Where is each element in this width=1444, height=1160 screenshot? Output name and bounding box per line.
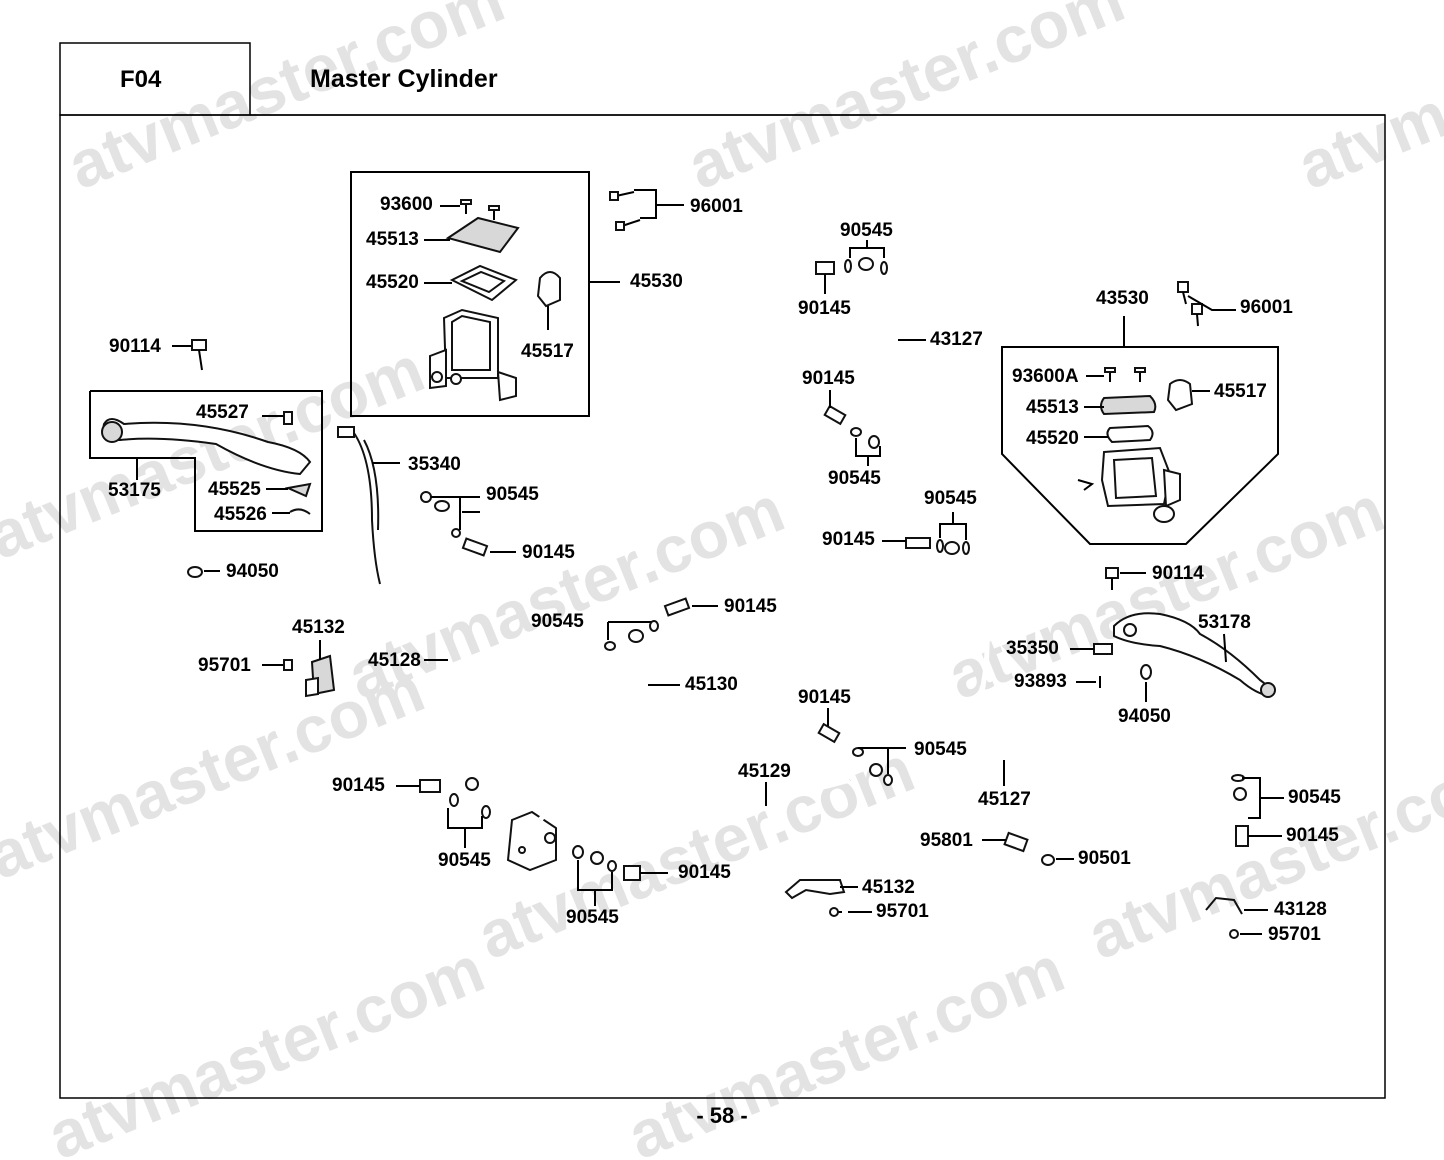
callout-label: 90114: [1152, 563, 1204, 584]
hose-45127: [944, 541, 1247, 801]
callout-label: 90145: [798, 298, 851, 319]
callout-label: 43530: [1096, 288, 1149, 309]
callout-label: 53175: [108, 480, 161, 501]
callout-label: 93893: [1014, 671, 1067, 692]
callout-label: 45513: [1026, 397, 1079, 418]
hose-45128: [410, 500, 479, 791]
callout-label: 45530: [630, 271, 683, 292]
callout-label: 95701: [198, 655, 251, 676]
callout-label: 90145: [724, 596, 777, 617]
callout-label: 95701: [876, 901, 929, 922]
hose-45130: [538, 629, 680, 822]
callout-label: 45517: [1214, 381, 1267, 402]
watermark-text: atvmaster.com: [678, 0, 1134, 203]
callout-label: 45527: [196, 402, 249, 423]
callout-label: 45129: [738, 761, 791, 782]
callout-label: 90145: [802, 368, 855, 389]
section-title: Master Cylinder: [310, 65, 498, 93]
master-cylinder-assembly-right: [1001, 316, 1279, 545]
callout-label: 90145: [1286, 825, 1339, 846]
watermark-text: atvmaster.com: [1288, 0, 1444, 203]
nut-94050-left: [187, 566, 203, 578]
callout-label: 45513: [366, 229, 419, 250]
callout-label: 90501: [1078, 848, 1131, 869]
callout-label: 95801: [920, 830, 973, 851]
master-cylinder-assembly-left: [350, 171, 620, 417]
watermark-text: atvmaster.com: [0, 651, 434, 893]
callout-label: 95701: [1268, 924, 1321, 945]
hose-43127: [858, 257, 926, 442]
callout-label: 43128: [1274, 899, 1327, 920]
watermark-text: atvmaster.com: [618, 931, 1074, 1160]
callout-label: 90145: [522, 542, 575, 563]
callout-label: 94050: [226, 561, 279, 582]
bolt-90114-left: [172, 339, 207, 371]
callout-label: 96001: [690, 196, 743, 217]
callout-label: 96001: [1240, 297, 1293, 318]
callout-label: 93600: [380, 194, 433, 215]
callout-label: 45132: [292, 617, 345, 638]
callout-label: 45517: [521, 341, 574, 362]
page-frame: [59, 42, 1386, 1099]
caliper-block: [506, 810, 557, 872]
callout-label: 90145: [332, 775, 385, 796]
callout-label: 43127: [930, 329, 983, 350]
callout-label: 90145: [798, 687, 851, 708]
callout-label: 90545: [828, 468, 881, 489]
callout-label: 45132: [862, 877, 915, 898]
callout-label: 90545: [924, 488, 977, 509]
clamp-45132-left: [262, 640, 336, 698]
callout-label: 90114: [109, 336, 161, 357]
callout-label: 45130: [685, 674, 738, 695]
brake-switch-35340: [337, 426, 400, 585]
callout-label: 53178: [1198, 612, 1251, 633]
callout-label: 35350: [1006, 638, 1059, 659]
watermark-text: atvmaster.com: [38, 931, 494, 1160]
callout-label: 45520: [366, 272, 419, 293]
callout-label: 45525: [208, 479, 261, 500]
callout-label: 35340: [408, 454, 461, 475]
callout-label: 90545: [914, 739, 967, 760]
hose-45129: [595, 763, 883, 851]
section-code: F04: [120, 66, 162, 93]
callout-label: 90545: [1288, 787, 1341, 808]
page-number: - 58 -: [696, 1103, 747, 1128]
callout-label: 90545: [566, 907, 619, 928]
callout-label: 94050: [1118, 706, 1171, 727]
callout-label: 93600A: [1012, 366, 1079, 387]
watermark-text: atvmaster.com: [1078, 731, 1444, 973]
callout-label: 45128: [368, 650, 421, 671]
callout-label: 90545: [486, 484, 539, 505]
callout-label: 45526: [214, 504, 267, 525]
lever-53178: [1113, 612, 1276, 698]
callout-labels: 93600 45513 45520 45530 45517 96001 9011…: [108, 194, 1341, 945]
callout-label: 90545: [438, 850, 491, 871]
callout-label: 90145: [678, 862, 731, 883]
callout-label: 90545: [840, 220, 893, 241]
lever-box-left: [89, 390, 323, 532]
callout-label: 90545: [531, 611, 584, 632]
callout-label: 45127: [978, 789, 1031, 810]
callout-label: 90145: [822, 529, 875, 550]
callout-label: 45520: [1026, 428, 1079, 449]
screws-96001-top: [609, 189, 684, 231]
